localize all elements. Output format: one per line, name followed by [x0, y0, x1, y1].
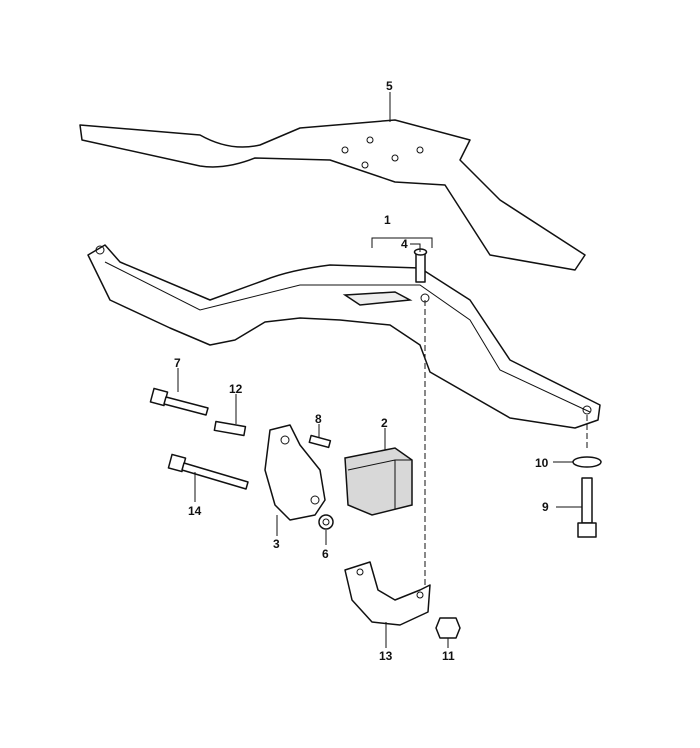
bolt-part-14 — [167, 453, 249, 490]
callout-5: 5 — [386, 79, 393, 93]
callout-11: 11 — [442, 649, 455, 663]
callout-2: 2 — [381, 416, 388, 430]
callout-1: 1 — [384, 213, 391, 227]
washer-part-10 — [572, 456, 602, 468]
pin-part-8 — [308, 434, 332, 449]
nut-part-11 — [435, 617, 461, 639]
callout-4: 4 — [401, 237, 408, 251]
callout-3: 3 — [273, 537, 280, 551]
bolt-part-9 — [577, 477, 597, 538]
bracket-part-3 — [264, 424, 326, 521]
callout-14: 14 — [188, 504, 202, 518]
callout-9: 9 — [542, 500, 549, 514]
leader-lines — [177, 92, 582, 648]
callout-13: 13 — [379, 649, 393, 663]
callout-8: 8 — [315, 412, 322, 426]
sleeve-part-12 — [213, 420, 247, 437]
callout-7: 7 — [174, 356, 181, 370]
rubber-mount-part-2 — [344, 447, 413, 516]
cover-plate-part-5 — [79, 119, 586, 271]
callout-12: 12 — [229, 382, 243, 396]
lower-bracket-part-13 — [344, 561, 431, 626]
bolt-part-7 — [149, 387, 209, 416]
stud-part-4 — [413, 248, 428, 283]
callout-6: 6 — [322, 547, 329, 561]
callout-10: 10 — [535, 456, 549, 470]
nut-part-6 — [318, 514, 334, 530]
